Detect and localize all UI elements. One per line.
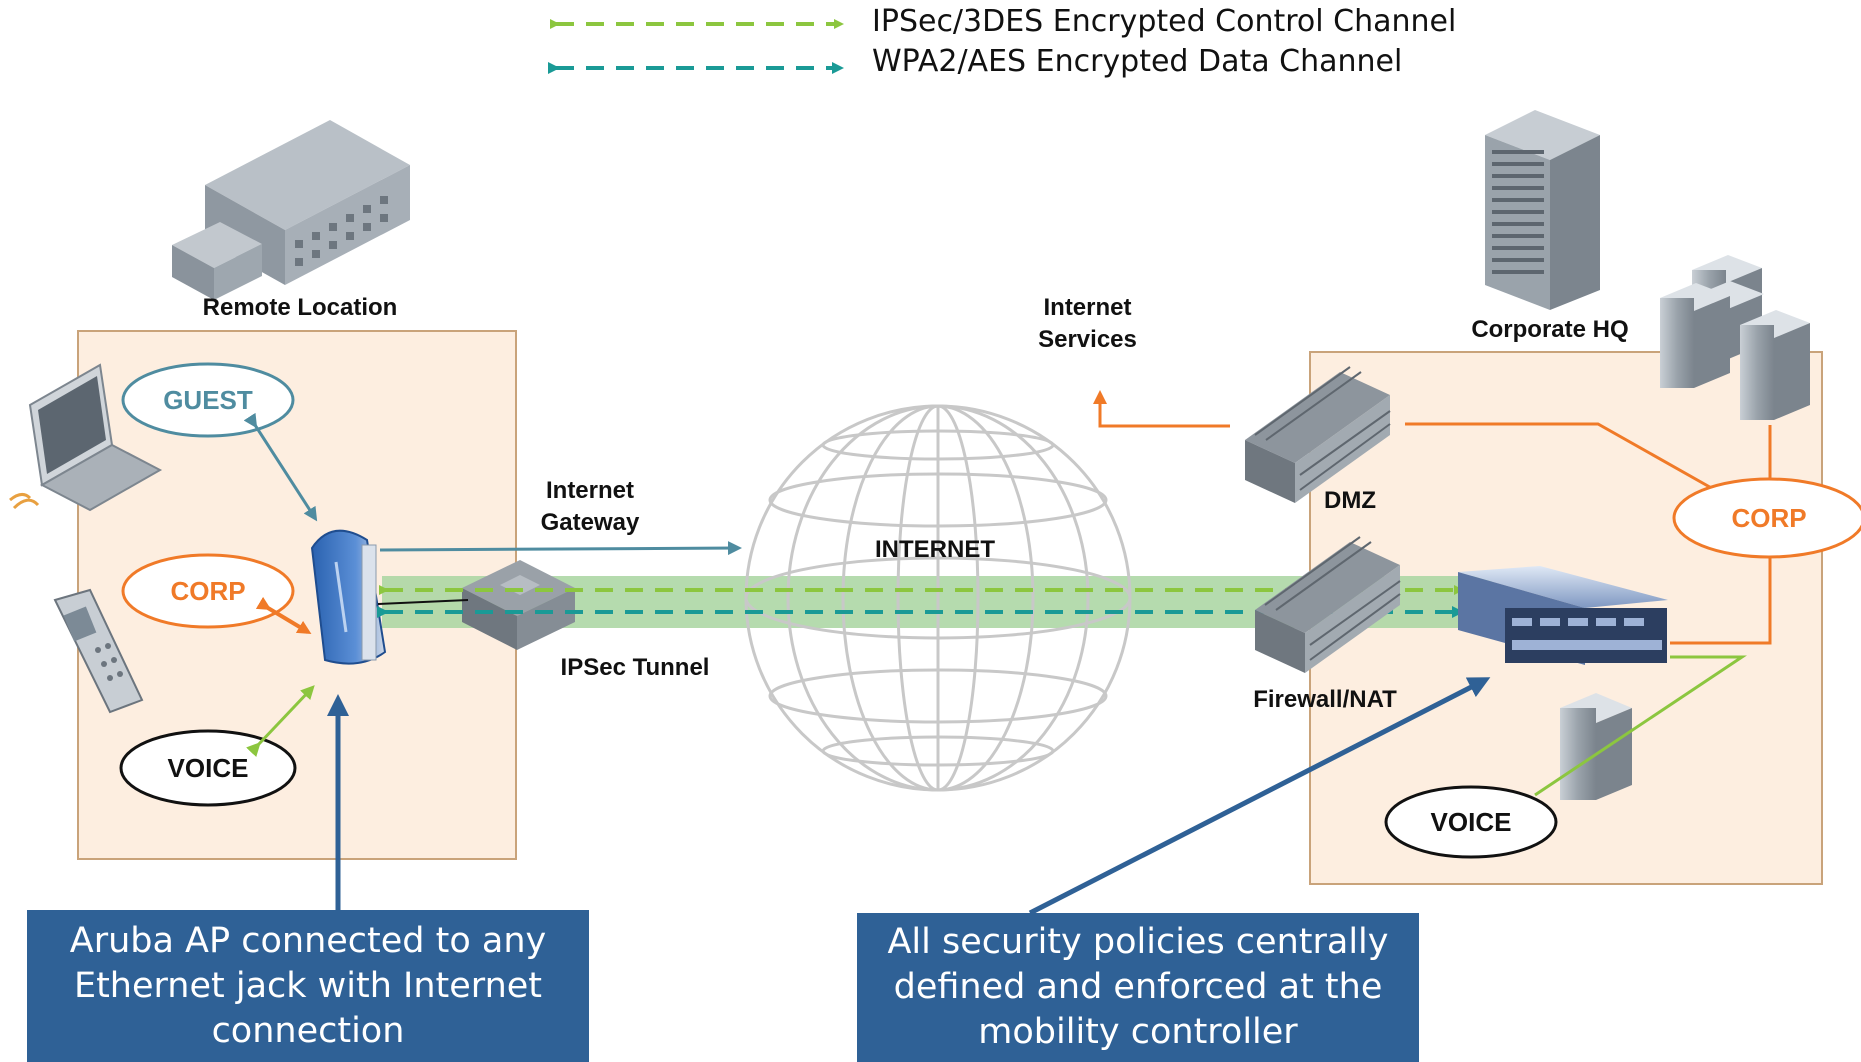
guest-ap-arrow <box>243 412 318 522</box>
remote-location-title: Remote Location <box>202 294 398 321</box>
internet-gateway-line1: Internet <box>545 477 634 504</box>
server-rack-icon <box>1740 310 1810 420</box>
right-callout: All security policies centrally defined … <box>857 913 1419 1062</box>
dmz-label: DMZ <box>1324 487 1376 514</box>
ipsec-tunnel-label: IPSec Tunnel <box>560 654 710 681</box>
internet-services-arrow <box>1093 390 1230 428</box>
remote-corp-oval <box>121 553 295 629</box>
internet-services-line2: Services <box>1038 326 1137 353</box>
internet-services-label: Internet Services <box>1020 292 1155 356</box>
server-rack-icon <box>1560 693 1632 800</box>
hq-corp-label: CORP <box>1731 503 1807 533</box>
left-callout: Aruba AP connected to any Ethernet jack … <box>27 910 589 1062</box>
left-callout-line1: Aruba AP connected to any <box>69 920 547 961</box>
remote-corp-label: CORP <box>170 576 246 606</box>
server-rack-icon <box>1660 283 1730 388</box>
remote-guest-label: GUEST <box>163 385 253 415</box>
hq-corp-oval <box>1672 477 1861 559</box>
corporate-hq-title: Corporate HQ <box>1471 316 1629 343</box>
right-callout-pointer <box>1028 677 1491 916</box>
mobility-controller-icon <box>1458 566 1668 665</box>
internet-services-line1: Internet <box>1043 294 1132 321</box>
legend-control-label: IPSec/3DES Encrypted Control Channel <box>872 4 1457 39</box>
ap-router-link <box>377 599 469 605</box>
dmz-corp-link <box>1405 422 1716 492</box>
cordless-phone-icon <box>53 588 144 714</box>
controller-corp-link <box>1670 550 1772 645</box>
internet-gateway-arrow <box>379 541 742 556</box>
laptop-icon <box>9 363 163 512</box>
legend-data-label: WPA2/AES Encrypted Data Channel <box>872 44 1403 79</box>
hq-voice-oval <box>1384 785 1558 859</box>
controller-voice-link <box>1534 655 1747 797</box>
corporate-tower-icon <box>1485 110 1600 310</box>
right-callout-line2: defined and enforced at the <box>893 967 1383 1007</box>
right-callout-line1: All security policies centrally <box>887 922 1389 962</box>
corp-ap-arrow <box>255 596 312 635</box>
internet-gateway-label: Internet Gateway <box>520 475 660 539</box>
firewall-label: Firewall/NAT <box>1253 686 1397 713</box>
brick-wall-icon <box>1255 536 1401 673</box>
brick-wall-icon <box>1245 366 1391 503</box>
globe-icon <box>744 404 1132 792</box>
right-callout-line3: mobility controller <box>978 1012 1298 1052</box>
internet-label: INTERNET <box>875 536 995 563</box>
left-callout-line2: Ethernet jack with Internet <box>73 965 543 1006</box>
remote-voice-label: VOICE <box>167 753 249 783</box>
hq-voice-label: VOICE <box>1430 807 1512 837</box>
voice-ap-arrow <box>246 685 315 758</box>
access-point-icon <box>310 529 387 665</box>
internet-gateway-line2: Gateway <box>540 509 640 536</box>
office-building-icon <box>172 120 410 300</box>
left-callout-line3: connection <box>211 1010 405 1051</box>
